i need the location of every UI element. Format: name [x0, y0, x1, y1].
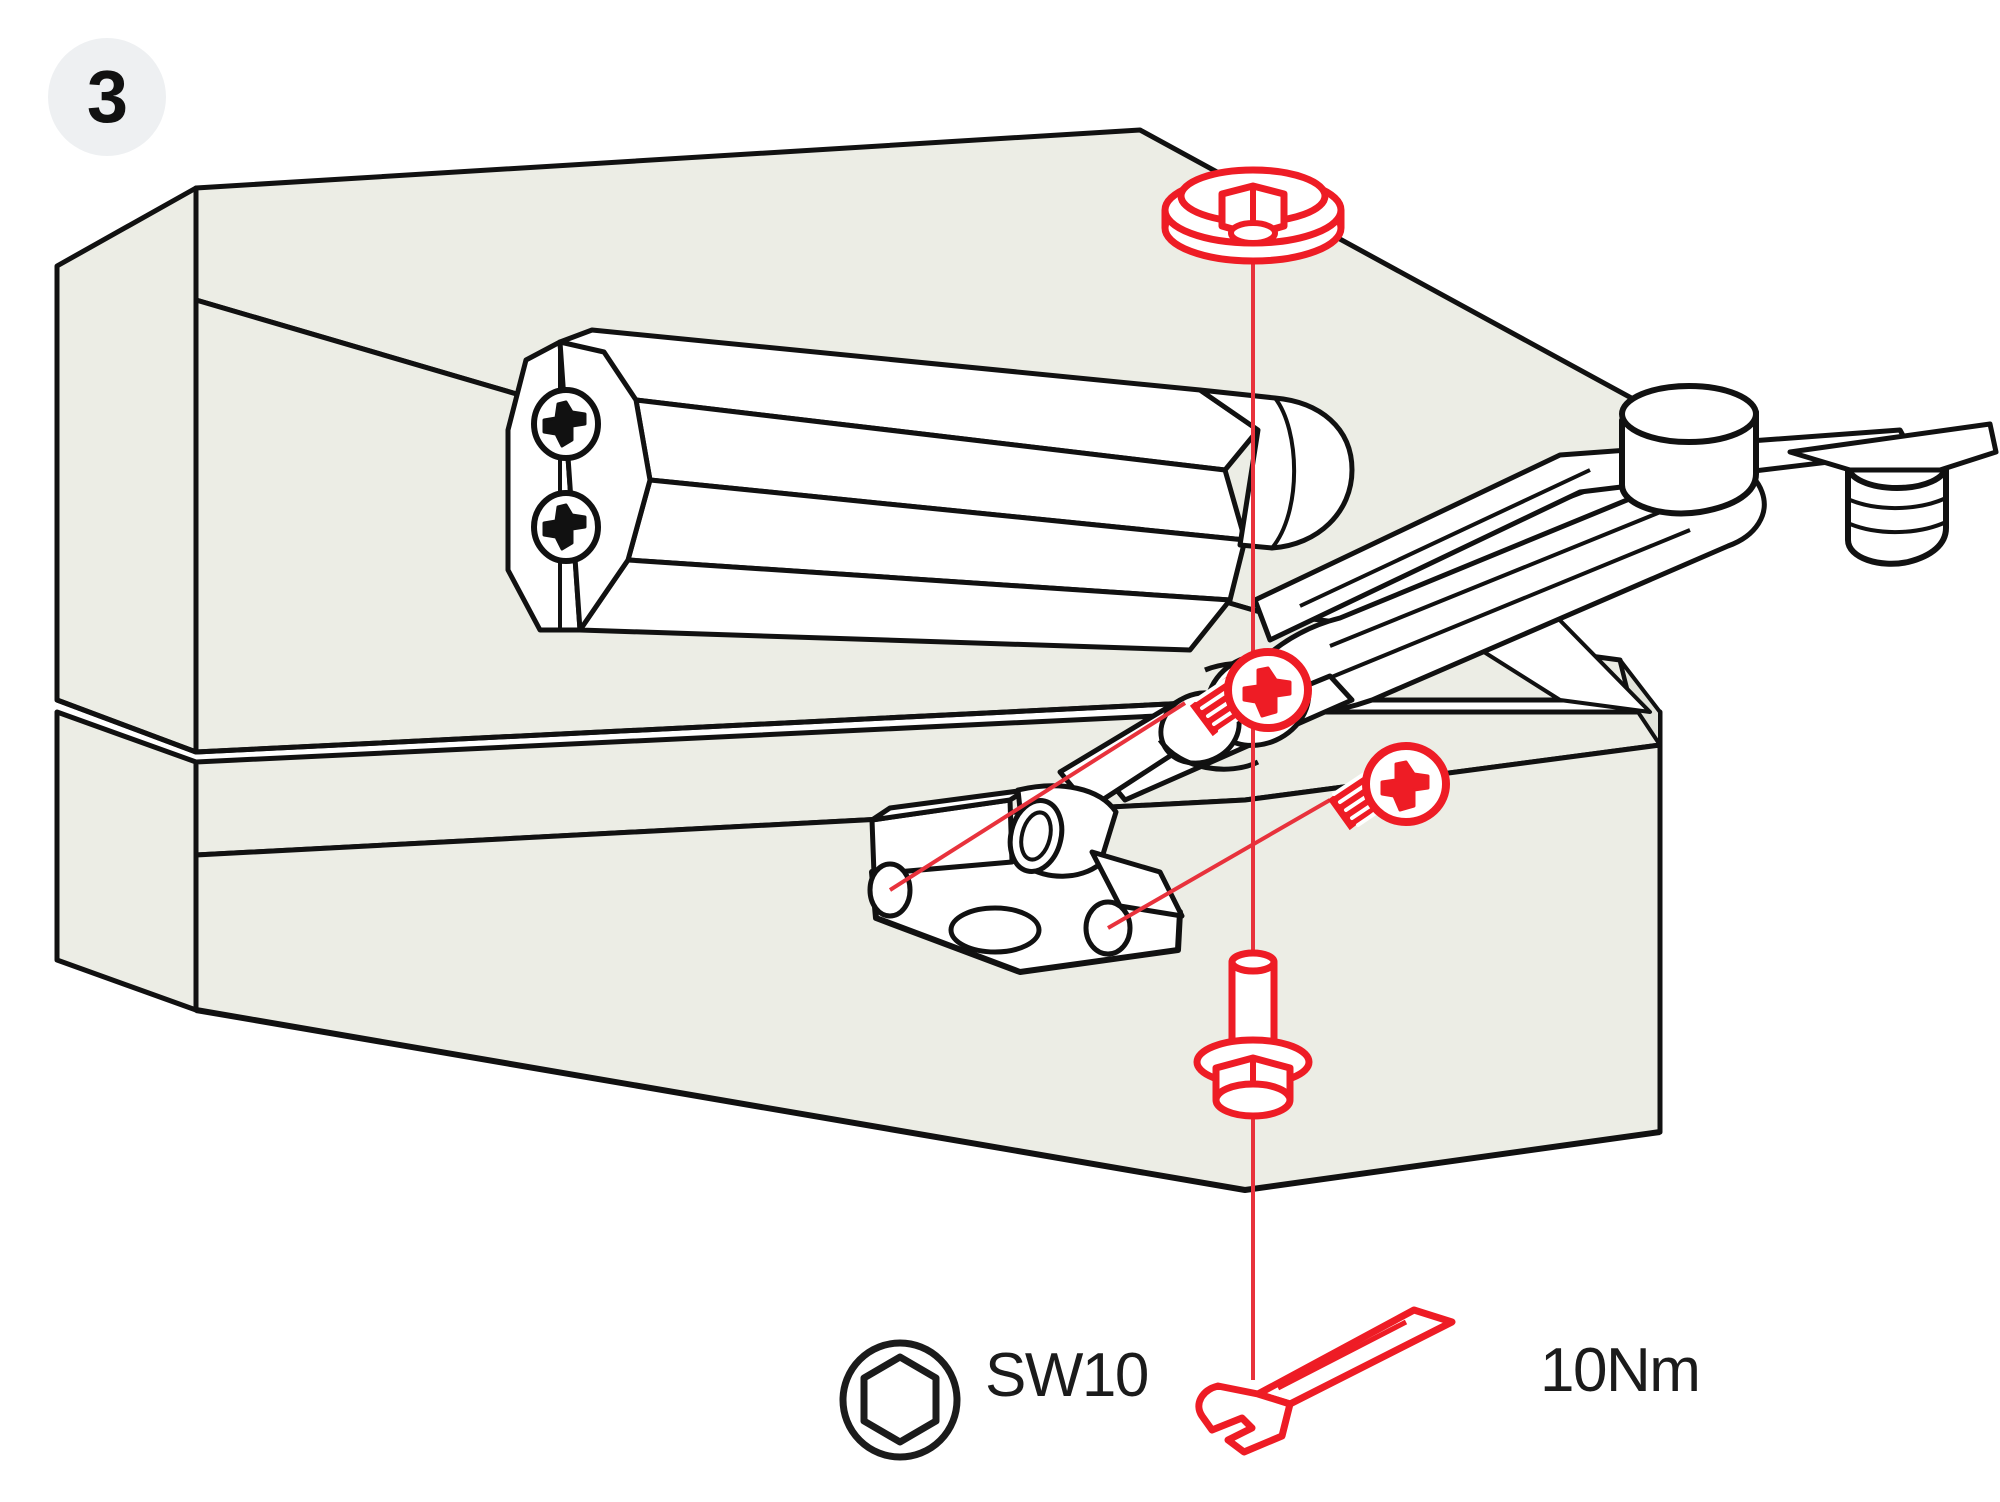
lift-mechanism-housing	[505, 327, 1355, 653]
phillips-screw-black-1	[531, 387, 601, 461]
open-end-wrench-icon	[1195, 1306, 1456, 1456]
cabinet-lower-bottom-edge	[195, 1007, 1661, 1193]
hinge-mounting-plate	[867, 783, 1185, 975]
phillips-screw-black-2	[531, 490, 601, 564]
tool-size-label: SW10	[985, 1341, 1149, 1410]
torque-label: 10Nm	[1540, 1336, 1701, 1405]
gas-strut-highlight	[1329, 494, 1701, 648]
carcase-reveal-gap	[56, 697, 1630, 755]
cabinet-lower-side-panel	[54, 709, 199, 1013]
lift-arm-blade-crease	[1299, 468, 1591, 608]
phillips-screw-red-2[interactable]	[1327, 742, 1450, 831]
housing-nose	[1197, 387, 1355, 551]
flange-nut-top[interactable]	[1161, 166, 1345, 265]
leader-line-screw-1	[888, 701, 1187, 892]
hex-socket-icon	[839, 1339, 961, 1461]
assembly-leader-lines	[888, 240, 1331, 1380]
hinge-cup	[1007, 783, 1119, 879]
phillips-screw-red-1[interactable]	[1189, 648, 1312, 737]
gas-strut-lower-crease	[1299, 528, 1691, 692]
lift-arm-assembly	[1057, 383, 1999, 811]
pivot-boss-left	[1619, 383, 1759, 517]
step-number-text: 3	[86, 55, 128, 138]
pivot-boss-right	[1787, 421, 1999, 567]
cabinet-side-panel	[54, 185, 199, 755]
leader-line-screw-2	[1107, 798, 1331, 930]
hinge-center-slot	[948, 905, 1042, 955]
flange-bolt-bottom[interactable]	[1193, 949, 1313, 1120]
housing-nose-crease	[1270, 396, 1297, 550]
step-number-badge: 3	[48, 38, 166, 156]
